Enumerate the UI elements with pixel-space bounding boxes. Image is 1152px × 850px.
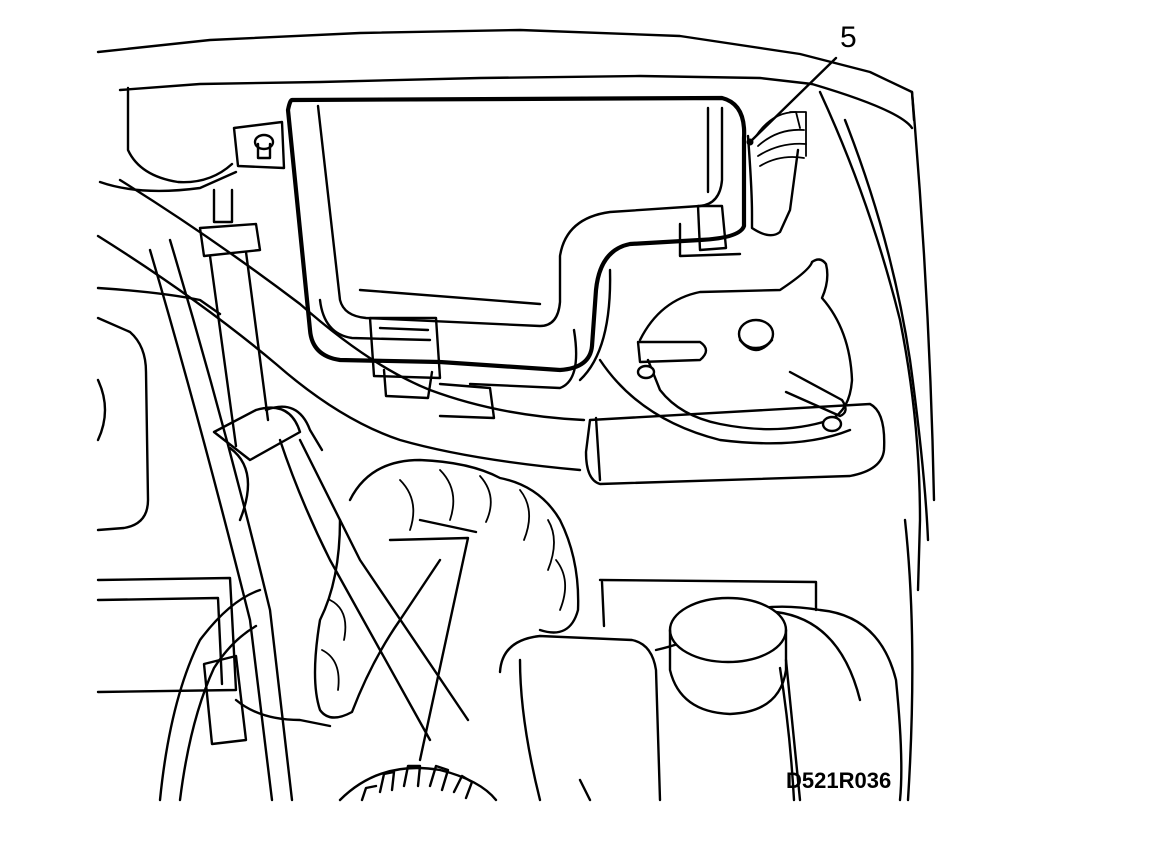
- corrugated-hose: [313, 458, 580, 762]
- air-filter-housing: [285, 95, 747, 390]
- callout-number: 5: [840, 21, 857, 54]
- left-pipes: [148, 238, 470, 802]
- reference-code: D521R036: [786, 768, 891, 793]
- left-bracket: [98, 86, 286, 193]
- rod-and-nut: [198, 188, 270, 448]
- wing-panel: [818, 90, 936, 802]
- reservoir-mount: [598, 258, 854, 445]
- callout-leader: [748, 56, 838, 144]
- housing-clip: [368, 316, 496, 420]
- expansion-tank: [498, 578, 903, 802]
- breather-hose: [746, 111, 807, 237]
- housing-tab: [678, 204, 742, 258]
- hood-edge: [96, 28, 916, 130]
- gear-wheel: [338, 764, 498, 802]
- lower-left-panel: [96, 286, 238, 694]
- reservoir-cap: [668, 596, 802, 802]
- lower-left-component: [158, 588, 332, 802]
